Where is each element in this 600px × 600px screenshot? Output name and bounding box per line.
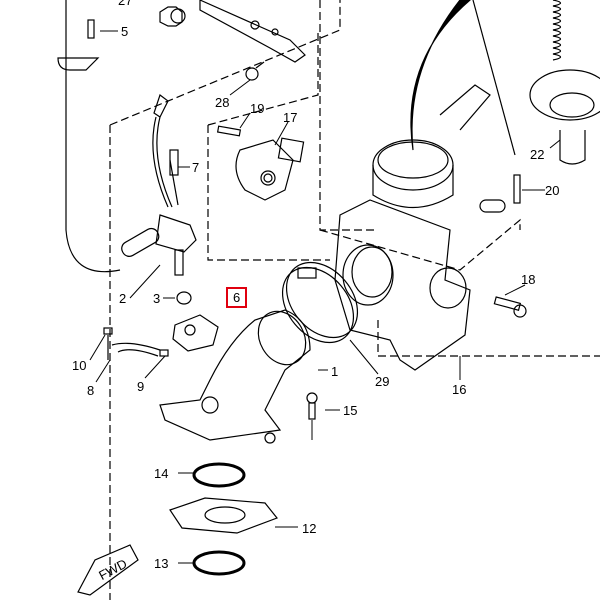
callout-3[interactable]: 3	[153, 291, 161, 306]
callout-5[interactable]: 5	[121, 24, 129, 39]
callout-20[interactable]: 20	[545, 183, 560, 198]
intake-manifold	[159, 309, 311, 444]
callout-15[interactable]: 15	[343, 403, 358, 418]
callout-16[interactable]: 16	[452, 382, 467, 397]
bolt-15	[306, 392, 318, 420]
callout-7[interactable]: 7	[192, 160, 200, 175]
callout-22[interactable]: 22	[530, 147, 545, 162]
callout-17[interactable]: 17	[283, 110, 298, 125]
bolt-28	[245, 61, 265, 81]
screw-18	[493, 296, 527, 318]
spring	[552, 0, 562, 61]
joint-gasket-6	[172, 314, 219, 352]
o-ring-3	[176, 291, 192, 305]
hose-clamp	[281, 261, 359, 344]
hose-8	[103, 327, 169, 360]
callout-2[interactable]: 2	[119, 291, 127, 306]
callout-29[interactable]: 29	[375, 374, 390, 389]
leader-lines	[89, 30, 561, 564]
callout-28[interactable]: 28	[215, 95, 230, 110]
callout-10[interactable]: 10	[72, 358, 87, 373]
bracket	[159, 0, 306, 63]
assembly-outline	[109, 0, 600, 600]
direction-arrow	[410, 0, 471, 151]
callout-1[interactable]: 1	[331, 364, 339, 379]
callout-9[interactable]: 9	[137, 379, 145, 394]
callout-8[interactable]: 8	[87, 383, 95, 398]
callout-18[interactable]: 18	[521, 272, 536, 287]
callout-13[interactable]: 13	[154, 556, 169, 571]
callout-6-highlighted[interactable]: 6	[226, 287, 248, 308]
injector	[121, 94, 197, 276]
funnel-22	[529, 69, 600, 165]
screw-19	[216, 125, 242, 137]
callout-27[interactable]: 27	[118, 0, 133, 8]
callout-14[interactable]: 14	[154, 466, 169, 481]
o-ring-14	[192, 462, 246, 488]
insulator-gasket-12	[169, 497, 278, 534]
throttle-position-sensor	[235, 137, 305, 201]
screw-20	[513, 174, 521, 204]
o-ring-13	[192, 550, 246, 576]
throttle-body	[334, 84, 506, 371]
callout-19[interactable]: 19	[250, 101, 265, 116]
vent-hose	[65, 60, 121, 273]
hose-clip	[57, 19, 100, 71]
callout-12[interactable]: 12	[302, 521, 317, 536]
fwd-arrow	[77, 544, 139, 596]
